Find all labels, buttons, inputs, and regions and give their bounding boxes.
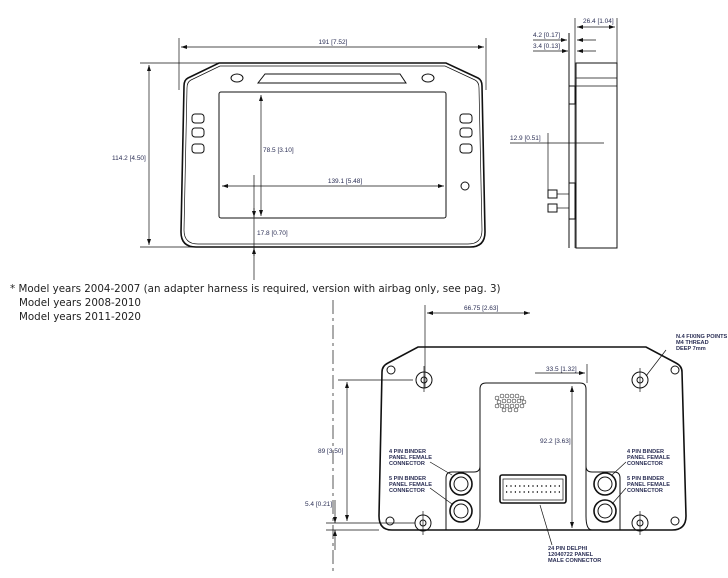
side-view: 26.4 [1.04] 4.2 [0.17] 3.4 [0.13] 12.9 [… [510,18,618,249]
fixing-point-bl [414,511,432,535]
speaker-grille [494,393,527,413]
left-5pin-label: 5 PIN BINDER PANEL FEMALE CONNECTOR [389,476,432,494]
svg-text:CONNECTOR: CONNECTOR [627,488,663,494]
svg-text:24 PIN DELPHI: 24 PIN DELPHI [548,546,588,552]
bottom-dim: 5.4 [0.21] [305,501,332,508]
bottom-offset-dim: 17.8 [0.70] [257,230,288,237]
left-4pin-label: 4 PIN BINDER PANEL FEMALE CONNECTOR [389,449,432,467]
fixing-offset-dim: 66.75 [2.63] [464,305,499,312]
model-year-notes: * Model years 2004-2007 (an adapter harn… [10,282,501,324]
center-module [473,382,593,531]
fixing-point-br [631,511,649,535]
front-view: 191 [7.52] 114.2 [4.50] 78.5 [3.10] 139.… [112,38,487,280]
svg-text:PANEL FEMALE: PANEL FEMALE [389,482,432,488]
dim-4-2: 4.2 [0.17] [533,32,560,39]
fixing-height-dim: 89 [3.50] [318,448,343,455]
light-sensor [460,181,470,191]
svg-text:12040722 PANEL: 12040722 PANEL [548,552,594,558]
delphi-connector-label: 24 PIN DELPHI 12040722 PANEL MALE CONNEC… [548,546,601,564]
note-line: Model years 2011-2020 [19,311,141,323]
note-text: Model years 2004-2007 (an adapter harnes… [18,283,501,295]
depth-dim: 26.4 [1.04] [583,18,614,25]
screen-height-dim: 78.5 [3.10] [263,147,294,154]
svg-text:PANEL FEMALE: PANEL FEMALE [627,482,670,488]
width-dim: 191 [7.52] [319,39,348,46]
dim-3-4: 3.4 [0.13] [533,43,560,50]
fixing-point-tl [415,366,433,392]
rear-view: 66.75 [2.63] 33.5 [1.32] 89 [3.50] 92.2 … [305,300,728,575]
rear-body-outline [378,346,687,531]
svg-text:DEEP 7mm: DEEP 7mm [676,346,706,352]
right-5pin-label: 5 PIN BINDER PANEL FEMALE CONNECTOR [627,476,670,494]
button-right-1 [459,113,473,124]
svg-text:4 PIN BINDER: 4 PIN BINDER [627,449,664,455]
screw-bl [385,516,395,526]
shift-light-bar [256,73,407,84]
svg-text:CONNECTOR: CONNECTOR [389,488,425,494]
led-left [230,73,244,83]
button-left-3 [191,143,205,154]
svg-text:5 PIN BINDER: 5 PIN BINDER [627,476,664,482]
button-left-2 [191,127,205,138]
note-line: * Model years 2004-2007 (an adapter harn… [10,282,501,296]
button-right-3 [459,143,473,154]
led-right [421,73,435,83]
svg-text:CONNECTOR: CONNECTOR [389,461,425,467]
binder-connector-right-5pin [593,499,617,523]
screen-width-dim: 139.1 [5.48] [328,178,363,185]
side-body [575,62,618,249]
svg-text:CONNECTOR: CONNECTOR [627,461,663,467]
screw-tl [386,365,396,375]
height-dim: 114.2 [4.50] [112,155,146,162]
svg-text:PANEL FEMALE: PANEL FEMALE [627,455,670,461]
svg-text:M4 THREAD: M4 THREAD [676,340,709,346]
screw-tr [670,365,680,375]
connector-dim: 12.9 [0.51] [510,135,541,142]
button-right-2 [459,127,473,138]
binder-connector-right-4pin [593,472,617,496]
binder-connector-left-5pin [449,499,473,523]
fixing-point-tr [631,368,649,392]
connector-height-dim: 92.2 [3.63] [540,438,571,445]
binder-connector-left-4pin [449,472,473,496]
note-bullet: * [10,283,16,295]
screw-br [670,516,680,526]
button-left-1 [191,113,205,124]
fixing-points-label: N.4 FIXING POINTS M4 THREAD DEEP 7mm [676,334,728,352]
note-line: Model years 2008-2010 [19,297,141,309]
screen-area [218,91,447,219]
dashboard-body-outline [180,62,486,248]
delphi-connector [499,474,567,504]
center-offset-dim: 33.5 [1.32] [546,366,577,373]
svg-text:5 PIN BINDER: 5 PIN BINDER [389,476,426,482]
svg-text:PANEL FEMALE: PANEL FEMALE [389,455,432,461]
svg-text:N.4 FIXING POINTS: N.4 FIXING POINTS [676,334,728,340]
svg-text:MALE CONNECTOR: MALE CONNECTOR [548,558,601,564]
svg-text:4 PIN BINDER: 4 PIN BINDER [389,449,426,455]
right-4pin-label: 4 PIN BINDER PANEL FEMALE CONNECTOR [627,449,670,467]
